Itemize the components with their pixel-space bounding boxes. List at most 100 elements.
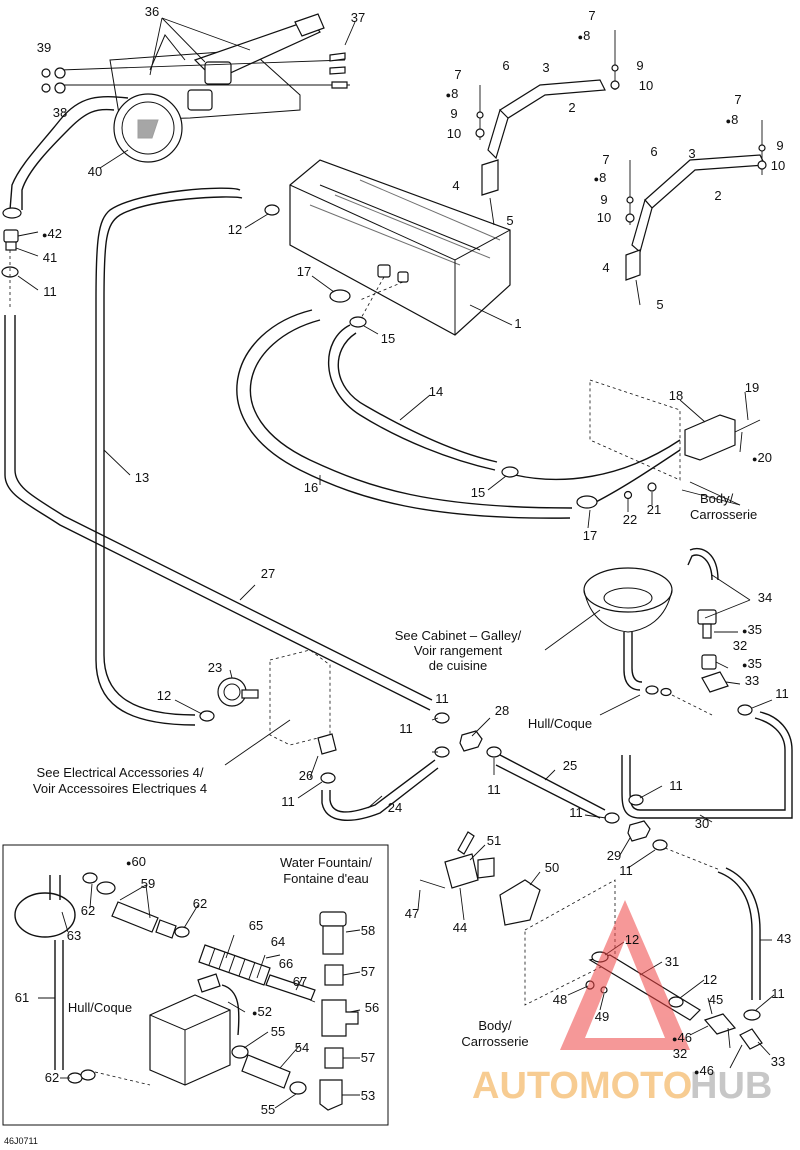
callout-47: 47 <box>405 906 419 921</box>
hose-13-27 <box>4 187 433 726</box>
callout-number: 10 <box>447 126 461 141</box>
callout-number: 7 <box>588 8 595 23</box>
sink-assembly <box>583 548 753 716</box>
callout-4: 4 <box>602 260 609 275</box>
callout-8: ●8 <box>594 170 607 185</box>
tank-bracket-upper <box>475 30 620 226</box>
callout-62: 62 <box>45 1070 59 1085</box>
callout-number: 54 <box>295 1040 309 1055</box>
callout-number: 11 <box>281 794 295 809</box>
callout-number: 56 <box>365 1000 379 1015</box>
callout-number: 12 <box>228 222 242 237</box>
callout-number: 33 <box>745 673 759 688</box>
callout-number: 12 <box>157 688 171 703</box>
callout-41: 41 <box>43 250 57 265</box>
callout-43: 43 <box>777 931 791 946</box>
callout-number: 11 <box>487 782 501 797</box>
callout-number: 15 <box>471 485 485 500</box>
caption-body-top-1: Body/ <box>700 491 734 506</box>
callout-63: 63 <box>67 928 81 943</box>
callout-number: 31 <box>665 954 679 969</box>
callout-number: 10 <box>597 210 611 225</box>
callout-number: 39 <box>37 40 51 55</box>
callout-35: ●35 <box>742 622 762 637</box>
callout-39: 39 <box>37 40 51 55</box>
callout-number: 57 <box>361 964 375 979</box>
callout-number: 29 <box>607 848 621 863</box>
callout-number: 9 <box>776 138 783 153</box>
drop-icon: ● <box>672 1034 677 1044</box>
callout-number: 30 <box>695 816 709 831</box>
watermark-text-primary: AUTOMOTO <box>472 1065 692 1107</box>
callout-number: 11 <box>569 805 583 820</box>
callout-number: 42 <box>47 226 61 241</box>
callout-13: 13 <box>135 470 149 485</box>
callout-12: 12 <box>703 972 717 987</box>
water-tank <box>289 159 511 336</box>
callout-number: 22 <box>623 512 637 527</box>
drop-icon: ● <box>252 1008 257 1018</box>
watermark-triangle-icon <box>560 900 690 1050</box>
callout-12: 12 <box>228 222 242 237</box>
callout-number: 46 <box>699 1063 713 1078</box>
callout-42: ●42 <box>42 226 62 241</box>
caption-electrical-2: Voir Accessoires Electriques 4 <box>33 781 207 796</box>
callout-number: 53 <box>361 1088 375 1103</box>
callout-9: 9 <box>450 106 457 121</box>
callout-number: 50 <box>545 860 559 875</box>
callout-11: 11 <box>435 691 449 706</box>
callout-number: 26 <box>299 768 313 783</box>
hose-24-25-30 <box>321 711 793 871</box>
callout-number: 11 <box>435 691 449 706</box>
callout-number: 8 <box>451 86 458 101</box>
callout-64: 64 <box>271 934 285 949</box>
caption-cabinet-2: Voir rangement <box>414 643 503 658</box>
callout-9: 9 <box>636 58 643 73</box>
callout-62: 62 <box>81 903 95 918</box>
callout-number: 27 <box>261 566 275 581</box>
callout-31: 31 <box>665 954 679 969</box>
callout-number: 3 <box>542 60 549 75</box>
callout-number: 38 <box>53 105 67 120</box>
callout-11: 11 <box>487 782 501 797</box>
callout-number: 13 <box>135 470 149 485</box>
caption-electrical-1: See Electrical Accessories 4/ <box>37 765 204 780</box>
callout-8: ●8 <box>578 28 591 43</box>
callout-54: 54 <box>295 1040 309 1055</box>
callout-35: ●35 <box>742 656 762 671</box>
callout-14: 14 <box>429 384 443 399</box>
callout-number: 1 <box>514 316 521 331</box>
callout-24: 24 <box>388 800 402 815</box>
pump-assembly <box>199 649 337 784</box>
drop-icon: ● <box>126 858 131 868</box>
callout-36: 36 <box>145 4 159 19</box>
callout-number: 11 <box>399 721 413 736</box>
callout-number: 6 <box>650 144 657 159</box>
caption-hull-inset: Hull/Coque <box>68 1000 132 1015</box>
callout-number: 14 <box>429 384 443 399</box>
callout-number: 24 <box>388 800 402 815</box>
drop-icon: ● <box>752 454 757 464</box>
callout-15: 15 <box>381 331 395 346</box>
callout-61: 61 <box>15 990 29 1005</box>
callout-22: 22 <box>623 512 637 527</box>
callout-20: ●20 <box>752 450 772 465</box>
callout-7: 7 <box>734 92 741 107</box>
callout-number: 20 <box>757 450 771 465</box>
callout-number: 9 <box>636 58 643 73</box>
callout-number: 55 <box>261 1102 275 1117</box>
callout-58: 58 <box>361 923 375 938</box>
callout-40: 40 <box>88 164 102 179</box>
callout-number: 57 <box>361 1050 375 1065</box>
filler-cap-assembly <box>41 13 350 163</box>
callout-8: ●8 <box>726 112 739 127</box>
callout-number: 65 <box>249 918 263 933</box>
callout-29: 29 <box>607 848 621 863</box>
callout-number: 62 <box>193 896 207 911</box>
callout-23: 23 <box>208 660 222 675</box>
callout-33: 33 <box>745 673 759 688</box>
callout-number: 28 <box>495 703 509 718</box>
caption-fountain-2: Fontaine d'eau <box>283 871 369 886</box>
callout-30: 30 <box>695 816 709 831</box>
callout-6: 6 <box>502 58 509 73</box>
